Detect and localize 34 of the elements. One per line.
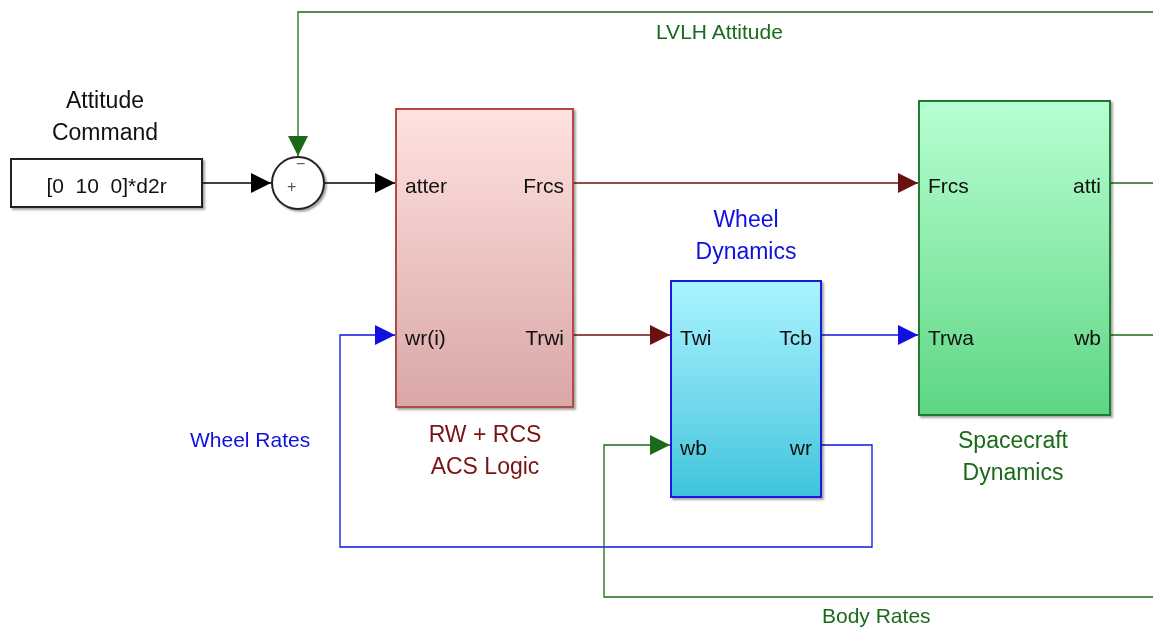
port-label: atti [1073,174,1101,196]
signal-line [288,11,1153,157]
sign-label: + [287,179,297,195]
subsystem-block [395,108,574,408]
signal-line [821,325,919,345]
constant-value: [0 10 0]*d2r [46,174,167,196]
sum-block [271,156,325,210]
port-label: Twi [680,326,712,348]
block-name: Attitude Command [50,86,160,147]
signal-line [573,325,671,345]
port-label: atter [405,174,448,196]
port-label: Tcb [779,326,812,348]
subsystem-block [918,100,1111,416]
signal-line [324,173,396,193]
signal-line [1110,334,1153,336]
port-label: Trwa [928,326,974,348]
subsystem-block [670,280,822,498]
port-label: wr [789,436,812,458]
port-label: Trwi [525,326,564,348]
port-label: Frcs [928,174,969,196]
block-name: Spacecraft Dynamics [957,426,1069,487]
sign-label: − [296,156,306,172]
signal-line [603,435,1153,598]
signal-line [573,173,919,193]
block-name: RW + RCS ACS Logic [427,420,543,481]
block-name: Wheel Dynamics [694,205,798,266]
port-label: wr(i) [405,326,446,348]
port-label: wb [680,436,707,458]
port-label: Frcs [523,174,564,196]
signal-line [202,173,272,193]
constant-block [10,158,203,208]
port-label: wb [1074,326,1101,348]
signal-line [339,325,873,548]
signal-line [1110,182,1153,184]
